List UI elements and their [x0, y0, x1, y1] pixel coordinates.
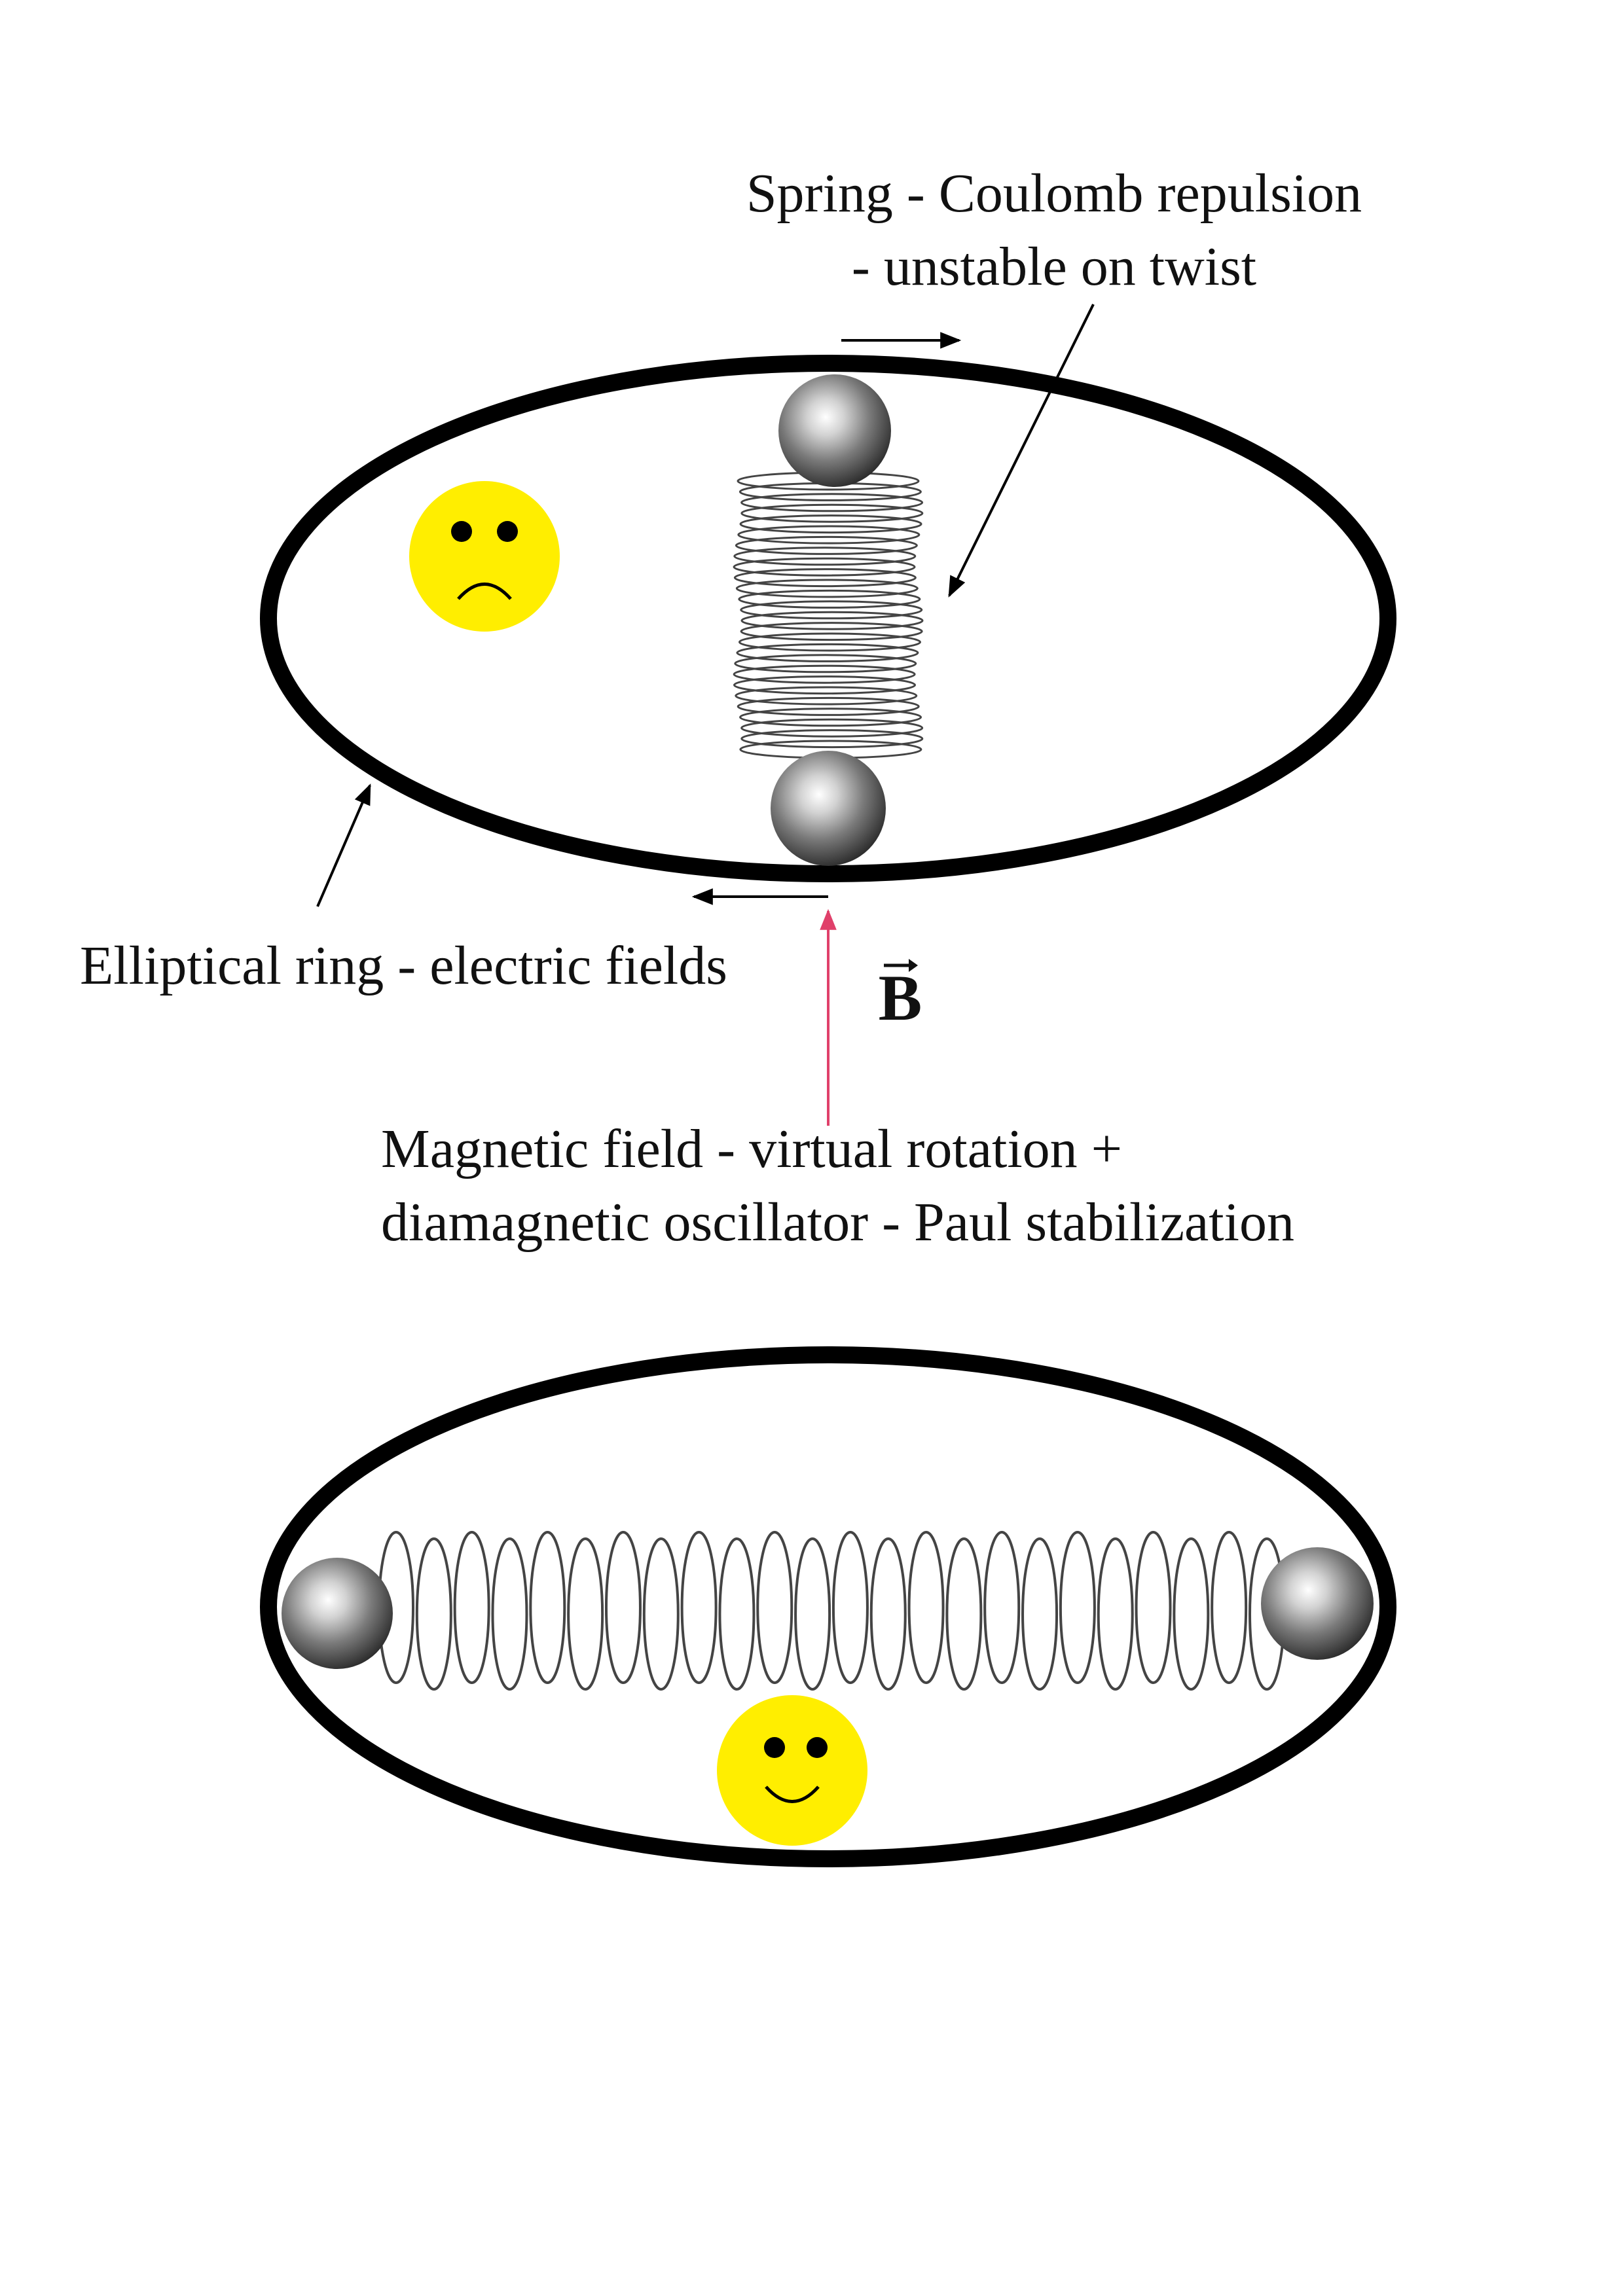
top-configuration	[260, 304, 1396, 1126]
spring-coil	[756, 1531, 793, 1684]
spring-coil	[740, 718, 924, 738]
spring-coil	[1021, 1537, 1059, 1691]
spring-coil	[831, 1531, 869, 1684]
field-vector-symbol: B	[871, 956, 930, 1041]
ring-pointer-arrow	[316, 783, 371, 907]
spring-coil	[1135, 1531, 1172, 1684]
spring-coil	[735, 686, 918, 706]
magnetic-label-line1: Magnetic field - virtual rotation +	[381, 1119, 1123, 1179]
spring-coil	[907, 1531, 945, 1684]
top-ball-upper	[778, 374, 891, 487]
spring-coil	[794, 1537, 831, 1691]
spring-coil	[680, 1531, 718, 1684]
spring-label-line2: - unstable on twist	[851, 236, 1257, 297]
spring-coil	[737, 696, 920, 716]
spring-coil	[735, 535, 918, 555]
spring-coil	[733, 547, 917, 566]
bottom-ball-right	[1261, 1547, 1374, 1660]
spring-coil	[733, 557, 916, 577]
spring-coil	[604, 1531, 642, 1684]
spring-coil	[740, 600, 923, 620]
spring-pointer-arrow	[948, 304, 1095, 598]
top-spring	[733, 471, 924, 759]
spring-coil	[1097, 1537, 1134, 1691]
bottom-ball-left	[282, 1558, 393, 1669]
spring-coil	[529, 1531, 566, 1684]
spring-coil	[733, 675, 916, 695]
spring-coil	[642, 1537, 680, 1691]
bottom-elliptical-ring	[260, 1346, 1396, 1867]
happy-face-icon	[717, 1695, 867, 1846]
spring-coil	[734, 654, 917, 673]
spring-coil	[945, 1537, 983, 1691]
top-ball-lower	[771, 751, 886, 866]
sad-face-icon	[409, 481, 560, 632]
spring-coil	[733, 568, 917, 588]
spring-coil	[736, 643, 919, 662]
vector-arrow-icon	[884, 959, 918, 972]
bottom-spring	[378, 1531, 1285, 1691]
spring-coil	[739, 514, 922, 534]
spring-coil	[491, 1537, 528, 1691]
top-elliptical-ring	[260, 355, 1396, 882]
spring-coil	[740, 729, 924, 749]
ring-label: Elliptical ring - electric fields	[80, 935, 727, 996]
spring-coil	[740, 503, 924, 523]
spring-coil	[1173, 1537, 1210, 1691]
bottom-configuration	[260, 1346, 1396, 1867]
spring-coil	[453, 1531, 490, 1684]
spring-coil	[737, 525, 921, 545]
spring-coil	[415, 1537, 452, 1691]
spring-coil	[869, 1537, 907, 1691]
spring-coil	[1059, 1531, 1096, 1684]
spring-coil	[983, 1531, 1021, 1684]
spring-coil	[567, 1537, 604, 1691]
spring-coil	[1211, 1531, 1248, 1684]
spring-coil	[738, 632, 921, 652]
field-symbol-text: B	[878, 961, 922, 1034]
spring-coil	[733, 664, 916, 684]
spring-label-line1: Spring - Coulomb repulsion	[746, 163, 1362, 224]
magnetic-label-line2: diamagnetic oscillator - Paul stabilizat…	[381, 1192, 1294, 1253]
spring-coil	[740, 611, 924, 630]
spring-coil	[739, 708, 922, 727]
spring-coil	[740, 622, 923, 641]
spring-coil	[735, 579, 919, 598]
spring-coil	[740, 493, 924, 512]
spring-coil	[738, 589, 921, 609]
spring-coil	[718, 1537, 756, 1691]
spring-label: Spring - Coulomb repulsion - unstable on…	[681, 157, 1427, 304]
magnetic-label: Magnetic field - virtual rotation + diam…	[381, 1113, 1294, 1259]
